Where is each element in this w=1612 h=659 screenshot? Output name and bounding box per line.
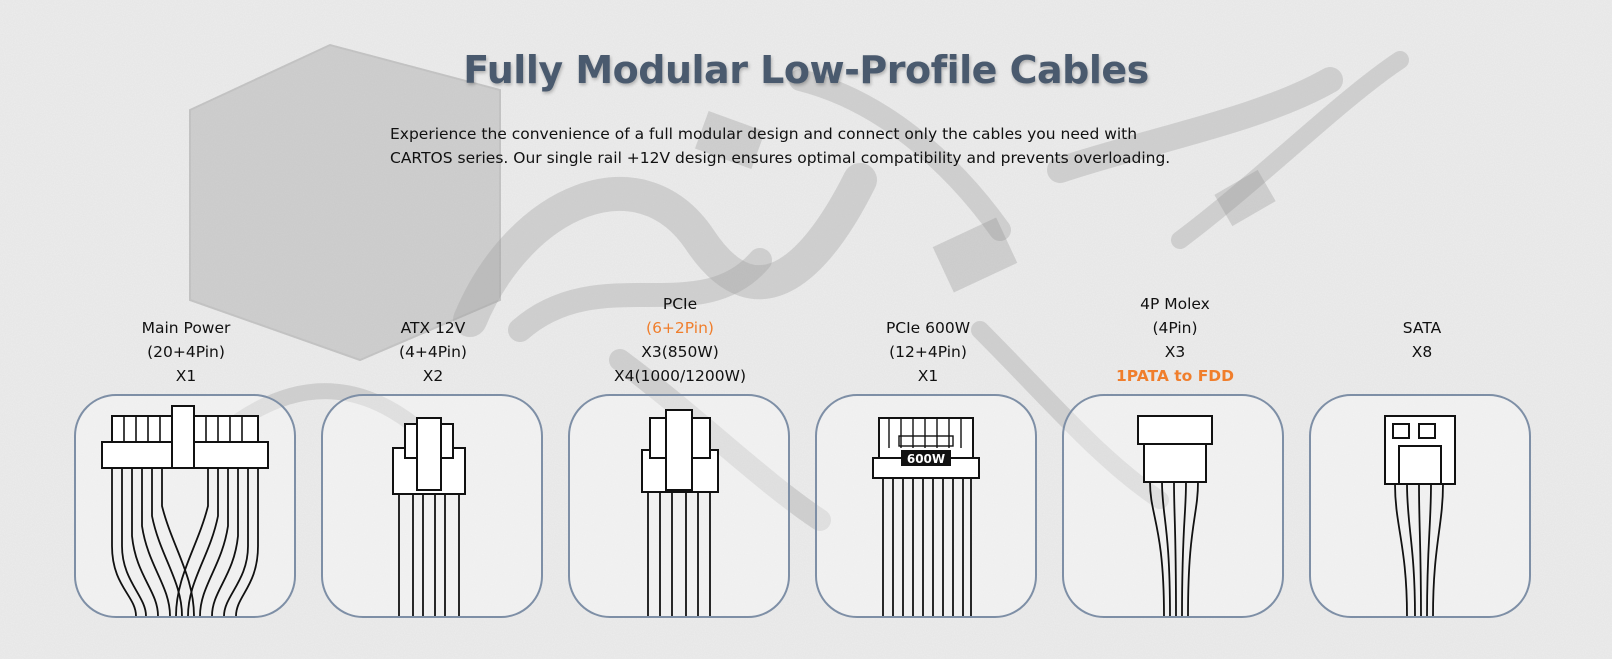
- cable-name: PCIe 600W: [885, 319, 971, 337]
- pcie-600w-connector-icon: 600W: [872, 417, 980, 616]
- cable-detail: (4Pin): [1152, 319, 1198, 337]
- cable-detail: (12+4Pin): [889, 343, 967, 361]
- cable-count: X1: [917, 367, 939, 385]
- description: Experience the convenience of a full mod…: [390, 122, 1210, 170]
- cable-count: X1: [175, 367, 197, 385]
- sata-label: SATA X8: [1302, 316, 1542, 364]
- pcie-600w-card: 600W: [815, 394, 1037, 618]
- page-title: Fully Modular Low-Profile Cables: [463, 48, 1149, 92]
- molex-connector-icon: [1137, 415, 1213, 616]
- cable-count: X3: [1164, 343, 1186, 361]
- pcie-600w-label: PCIe 600W (12+4Pin) X1: [808, 316, 1048, 388]
- cable-count-alt: X4(1000/1200W): [613, 367, 746, 385]
- description-line-2: CARTOS series. Our single rail +12V desi…: [390, 149, 1171, 167]
- cable-detail: (20+4Pin): [147, 343, 225, 361]
- cable-count: X2: [422, 367, 444, 385]
- main-power-connector-icon: [101, 405, 269, 616]
- cable-detail: (4+4Pin): [399, 343, 467, 361]
- cable-detail: (6+2Pin): [646, 319, 714, 337]
- atx-12v-connector-icon: [392, 417, 466, 616]
- cable-count: X8: [1411, 343, 1433, 361]
- cable-name: ATX 12V: [400, 319, 466, 337]
- main-power-card: [74, 394, 296, 618]
- pcie-card: [568, 394, 790, 618]
- cable-note: 1PATA to FDD: [1115, 367, 1235, 385]
- cable-name: Main Power: [141, 319, 231, 337]
- 600w-connector-marking: 600W: [907, 452, 945, 466]
- description-line-1: Experience the convenience of a full mod…: [390, 125, 1138, 143]
- pcie-label: PCIe (6+2Pin) X3(850W) X4(1000/1200W): [560, 292, 800, 388]
- molex-label: 4P Molex (4Pin) X3 1PATA to FDD: [1055, 292, 1295, 388]
- sata-card: [1309, 394, 1531, 618]
- cable-name: PCIe: [662, 295, 698, 313]
- atx-12v-label: ATX 12V (4+4Pin) X2: [313, 316, 553, 388]
- pcie-connector-icon: [641, 409, 719, 616]
- main-power-label: Main Power (20+4Pin) X1: [66, 316, 306, 388]
- molex-card: [1062, 394, 1284, 618]
- sata-connector-icon: [1384, 415, 1456, 616]
- cable-name: SATA: [1402, 319, 1442, 337]
- atx-12v-card: [321, 394, 543, 618]
- cable-name: 4P Molex: [1140, 295, 1210, 313]
- cable-count: X3(850W): [641, 343, 719, 361]
